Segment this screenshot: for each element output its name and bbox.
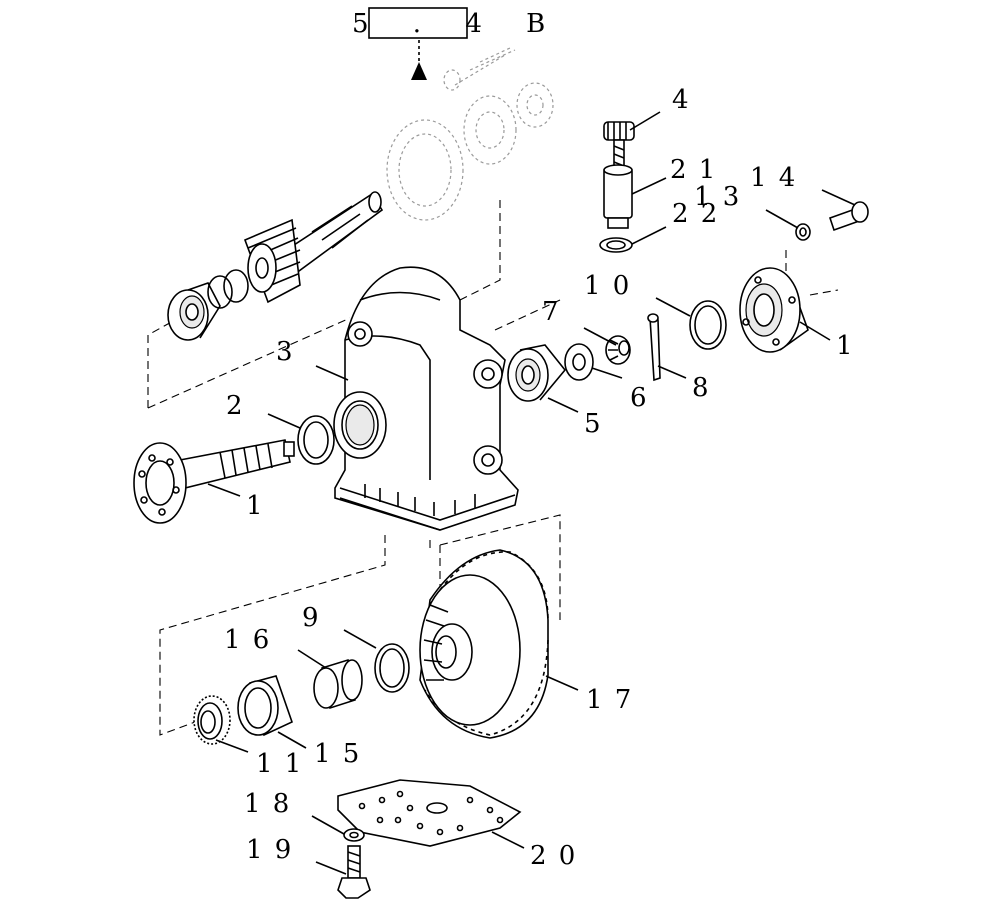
callout-16: 1 6 [224,625,271,655]
snap-rings-pair[interactable] [207,269,249,309]
callout-20: 2 0 [530,841,577,871]
phantom-bearing-assembly [386,47,554,221]
gearbox-housing[interactable] [333,266,519,531]
callout-2: 2 [226,391,245,421]
cap-screw[interactable] [828,201,869,232]
callout-5: 5 [584,409,603,439]
pinion-shaft[interactable] [243,191,384,304]
callout-18: 1 8 [244,789,291,819]
callout-21: 2 1 [670,155,717,185]
flanged-input-shaft[interactable] [133,439,295,524]
callout-13: 1 3 [694,182,741,212]
sealing-washer[interactable] [599,237,633,253]
bearing-cup[interactable] [237,675,293,737]
callout-1-shaft: 1 [246,491,265,521]
callout-3: 3 [276,337,295,367]
reference-box-label: 5 . 4 B [352,9,563,39]
callout-15: 1 5 [314,739,361,769]
output-bearing[interactable] [507,344,567,402]
callout-10: 1 0 [584,271,631,301]
extension-sleeve[interactable] [603,164,633,229]
retaining-ring[interactable] [374,643,410,693]
spacer-bushing[interactable] [313,658,363,710]
assembly-guide-lines [147,200,839,736]
callout-leaders [207,111,856,875]
callout-14: 1 4 [750,163,797,193]
breather-plug[interactable] [603,121,635,169]
cotter-pin[interactable] [647,313,661,382]
callout-19: 1 9 [246,835,293,865]
thrust-washer[interactable] [564,343,594,381]
up-arrow-icon [411,62,427,80]
callout-22: 2 2 [672,199,719,229]
callout-4: 4 [672,85,691,115]
crown-gear[interactable] [419,549,549,739]
bearing-cone[interactable] [193,695,231,745]
plate-bolt[interactable] [337,845,371,899]
plate-washer[interactable] [343,828,365,842]
callout-1-cover: 1 [836,331,855,361]
shaft-seal[interactable] [297,415,335,465]
callout-8: 8 [692,373,711,403]
pinion-bearing[interactable] [167,282,221,341]
bottom-cover-plate[interactable] [337,779,522,847]
castle-nut[interactable] [605,335,631,365]
callout-labels: 4 2 1 1 3 1 4 2 2 1 0 7 1 3 6 8 2 5 1 1 … [224,85,855,871]
callout-7: 7 [542,297,561,327]
reference-box[interactable]: 5 . 4 B [352,7,563,80]
lock-washer[interactable] [795,223,811,241]
shim-ring[interactable] [689,300,727,350]
callout-17: 1 7 [586,685,633,715]
callout-11: 1 1 [256,749,303,779]
callout-9: 9 [302,603,321,633]
bearing-cover[interactable] [739,267,809,353]
callout-6: 6 [630,383,649,413]
